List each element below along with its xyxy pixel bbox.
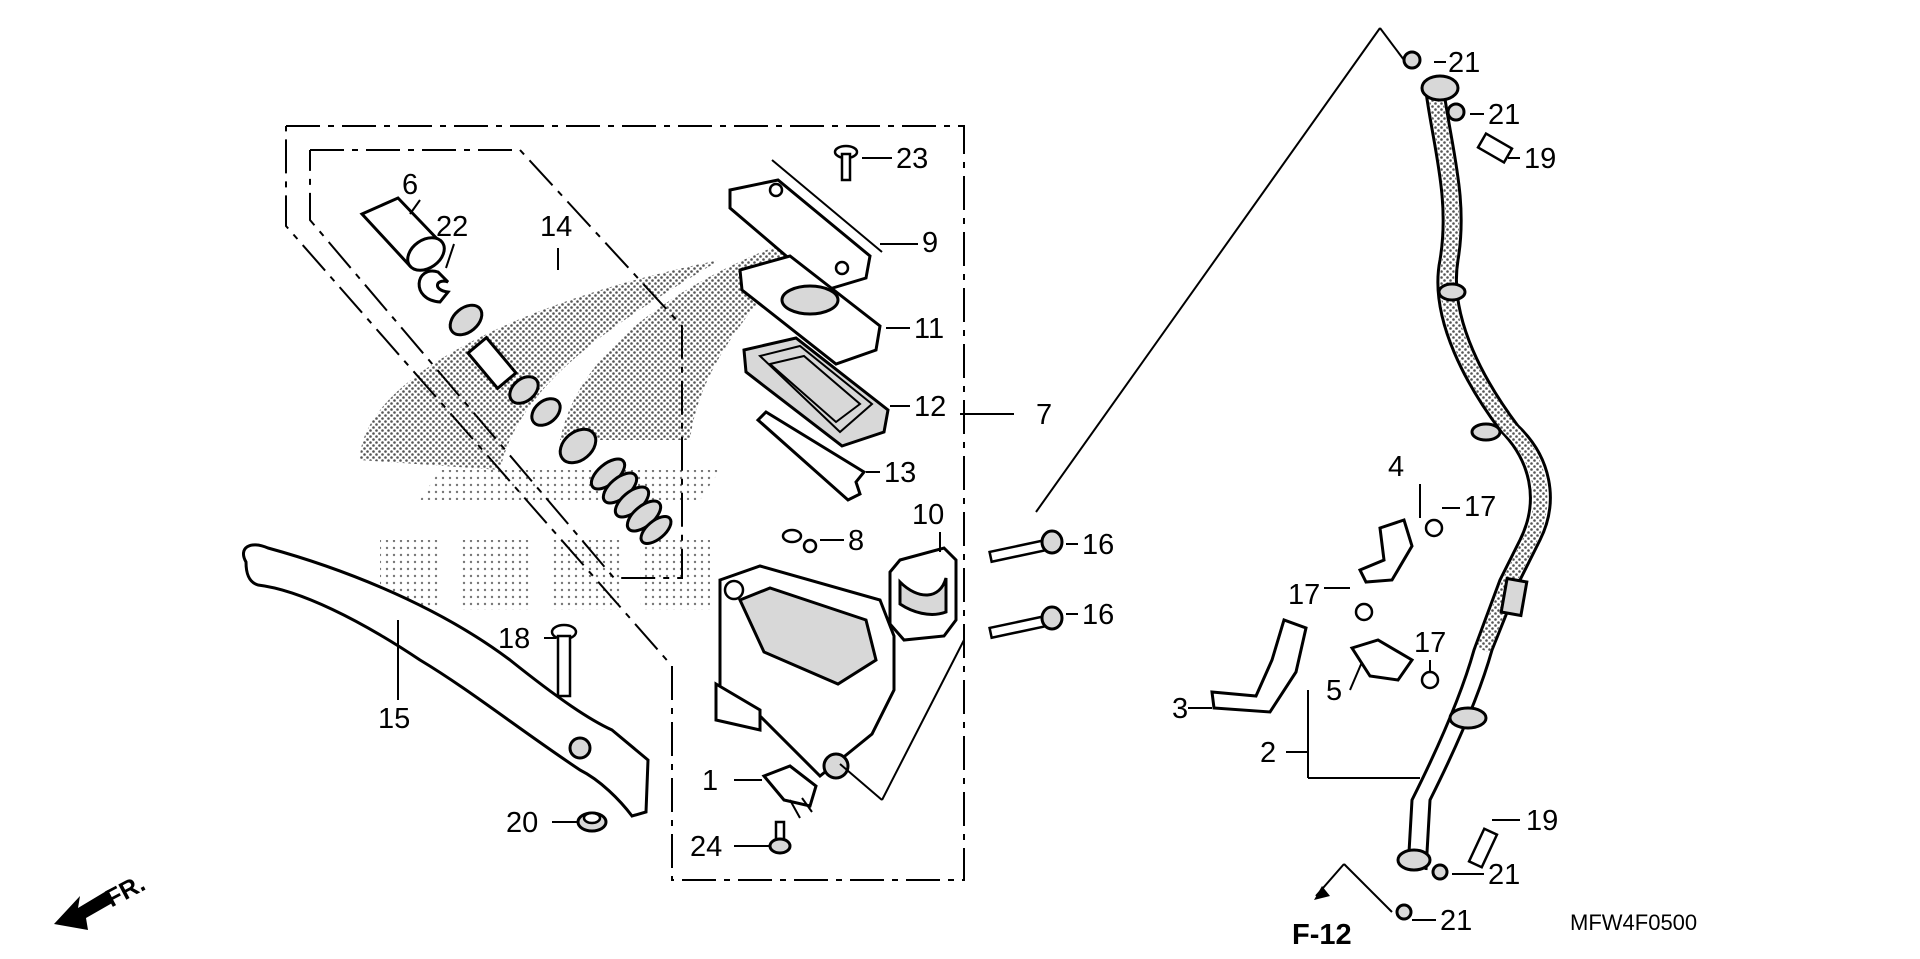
brake-lever xyxy=(242,543,650,818)
switch-bolt xyxy=(768,820,792,855)
callout-17b: 17 xyxy=(1288,579,1320,611)
callout-15: 15 xyxy=(378,703,410,735)
callout-21b: 21 xyxy=(1488,99,1520,131)
callout-19b: 19 xyxy=(1526,805,1558,837)
diagram-code: MFW4F0500 xyxy=(1570,910,1697,935)
reference-label: F-12 xyxy=(1292,919,1352,951)
spring xyxy=(589,457,673,545)
callout-labels: 1 2 3 4 5 6 7 8 9 10 11 12 13 14 15 16 1… xyxy=(101,47,1697,951)
callout-3: 3 xyxy=(1172,693,1188,725)
callout-19a: 19 xyxy=(1524,143,1556,175)
callout-21a: 21 xyxy=(1448,47,1480,79)
callout-13: 13 xyxy=(884,457,916,489)
master-cylinder-holder xyxy=(888,546,958,642)
callout-24: 24 xyxy=(690,831,722,863)
lever-pivot-hole xyxy=(568,736,592,760)
brake-hose xyxy=(1396,74,1552,872)
callout-9: 9 xyxy=(922,227,938,259)
piston-boot xyxy=(359,196,446,272)
label-ticks xyxy=(397,61,1520,921)
callout-6: 6 xyxy=(402,169,418,201)
callout-16a: 16 xyxy=(1082,529,1114,561)
callout-7: 7 xyxy=(1036,399,1052,431)
front-direction-arrow xyxy=(54,890,114,930)
honda-watermark xyxy=(360,230,820,610)
leader-lines xyxy=(839,27,1420,913)
diaphragm xyxy=(742,336,890,448)
callout-14: 14 xyxy=(540,211,572,243)
circlip xyxy=(417,269,451,304)
callout-2: 2 xyxy=(1260,737,1276,769)
callout-17c: 17 xyxy=(1414,627,1446,659)
callout-21c: 21 xyxy=(1488,859,1520,891)
callout-11: 11 xyxy=(914,313,944,345)
float xyxy=(755,410,867,502)
holder-bolt-lower xyxy=(988,605,1064,640)
cap-screw xyxy=(833,144,859,182)
hose-fittings xyxy=(1395,50,1514,921)
callout-18: 18 xyxy=(498,623,530,655)
callout-5: 5 xyxy=(1326,675,1342,707)
assembly-boundary xyxy=(285,125,965,881)
master-cylinder-body xyxy=(714,564,896,780)
callout-23: 23 xyxy=(896,143,928,175)
callout-4: 4 xyxy=(1388,451,1404,483)
switch-screw xyxy=(781,528,818,554)
callout-16b: 16 xyxy=(1082,599,1114,631)
brake-switch xyxy=(761,764,818,819)
pivot-nut xyxy=(576,811,608,833)
callout-8: 8 xyxy=(848,525,864,557)
holder-bolt-upper xyxy=(988,529,1064,564)
callout-22: 22 xyxy=(436,211,468,243)
diaphragm-plate xyxy=(738,254,882,366)
callout-20: 20 xyxy=(506,807,538,839)
callout-17a: 17 xyxy=(1464,491,1496,523)
direction-label: FR. xyxy=(101,869,150,913)
callout-1: 1 xyxy=(702,765,718,797)
callout-12: 12 xyxy=(914,391,946,423)
reservoir-cap xyxy=(728,159,883,292)
piston-set xyxy=(448,303,598,465)
callout-21d: 21 xyxy=(1440,905,1472,937)
pivot-bolt xyxy=(550,623,578,698)
hose-stays xyxy=(1210,518,1444,714)
callout-10: 10 xyxy=(912,499,944,531)
